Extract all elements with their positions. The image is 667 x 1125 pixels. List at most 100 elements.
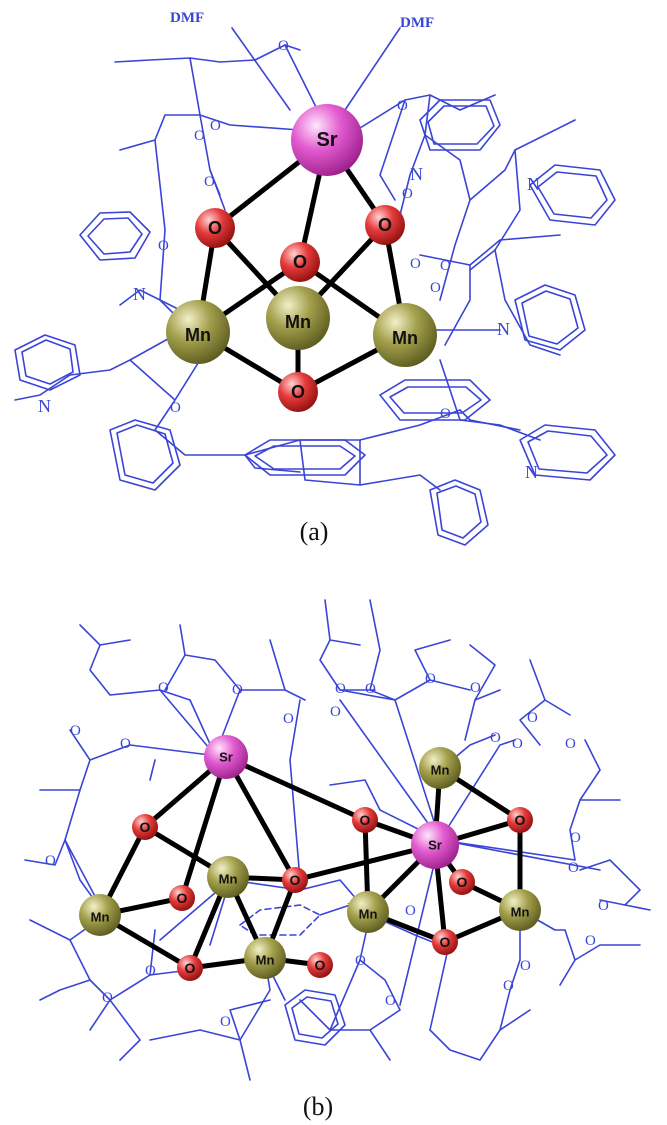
ligand-o-label: O [120,736,131,752]
panel-b-oxo-atom: O [177,955,203,981]
ligand-o-label: O [425,671,436,687]
ligand-o-label: O [520,958,531,974]
panel-b-oxo-atom: O [169,885,195,911]
panel-b-core-bonds [97,754,523,971]
ligand-o-label: O [194,128,205,144]
pyridyl-n-label: N [410,164,423,184]
ligand-o-label: O [503,978,514,994]
oxo-label: O [177,890,188,906]
ligand-o-label: O [385,993,396,1009]
ligand-o-label: O [527,710,538,726]
ligand-o-label: O [278,38,289,54]
ligand-o-label: O [45,853,56,869]
panel-b-ligand-oxygen-labels: O O O O O O O O O O O O O O O O O O O O … [45,671,609,1030]
ligand-o-label: O [145,963,156,979]
ligand-o-label: O [220,1014,231,1030]
panel-b-ligand-framework [24,599,651,1081]
oxo-label: O [291,382,305,402]
dmf-label-left: DMF [170,10,204,26]
mn-label: Mn [91,910,110,925]
panel-b-mn-atom: Mn [499,889,541,931]
panel-a-pyridine-ring-right [529,164,616,226]
ligand-o-label: O [330,704,341,720]
panel-b-caption: (b) [303,1092,333,1121]
panel-b: O O O O O O O O O O O O O O O O O O O O … [24,599,651,1121]
mn-label: Mn [256,953,275,968]
ligand-o-label: O [570,830,581,846]
panel-a-pyridine-ring-upper-right [419,99,501,151]
mn-label: Mn [392,328,418,348]
ligand-o-label: O [158,680,169,696]
panel-b-oxo-atom: O [507,807,533,833]
oxo-label: O [315,957,326,973]
ligand-o-label: O [568,860,579,876]
ligand-o-label: O [102,990,113,1006]
dmf-label-right: DMF [400,15,434,31]
panel-a-sr-atom: Sr [291,104,363,176]
ligand-o-label: O [512,736,523,752]
oxo-label: O [440,934,451,950]
panel-a-pyridine-ring-upper-left [79,211,151,261]
panel-a-mn-atom: Mn [373,303,437,367]
oxo-label: O [208,218,222,238]
panel-b-sr-atom: Sr [204,735,248,779]
panel-a-pyridine-ring-bottom-right [519,424,616,481]
oxo-label: O [515,812,526,828]
oxo-label: O [290,872,301,888]
ligand-o-label: O [335,681,346,697]
pyridyl-n-label: N [497,319,510,339]
ligand-o-label: O [470,680,481,696]
sr-label: Sr [316,129,337,151]
panel-a-oxo-atom: O [280,242,320,282]
ligand-o-label: O [232,682,243,698]
ligand-o-label: O [405,903,416,919]
oxo-label: O [140,819,151,835]
ligand-o-label: O [397,98,408,114]
panel-b-oxo-atom: O [449,869,475,895]
panel-b-oxo-atom: O [307,952,333,978]
panel-a-benzene-ring-lower-middle [379,379,491,421]
panel-a-ligand-framework [14,27,616,546]
ligand-o-label: O [365,681,376,697]
oxo-label: O [457,874,468,890]
mn-label: Mn [511,905,530,920]
ligand-o-label: O [440,258,451,274]
sr-label: Sr [428,838,442,853]
pyridyl-n-label: N [525,462,538,482]
ligand-o-label: O [410,256,421,272]
panel-a-benzene-ring-bottom [429,479,489,546]
panel-b-mn-atom: Mn [347,891,389,933]
mn-label: Mn [431,763,450,778]
pyridyl-n-label: N [527,174,540,194]
panel-b-mn-atom: Mn [79,894,121,936]
ligand-o-label: O [170,400,181,416]
mn-label: Mn [185,325,211,345]
oxo-label: O [293,252,307,272]
panel-b-mn-atom: Mn [244,937,286,979]
panel-b-oxo-atom: O [432,929,458,955]
panel-a-benzene-ring-bottom-left [109,419,181,491]
ligand-o-label: O [158,238,169,254]
panel-a: DMF DMF O O O O O O O O O O O O N N N N … [14,10,616,546]
panel-b-oxo-atom: O [282,867,308,893]
ligand-o-label: O [430,280,441,296]
oxo-label: O [360,812,371,828]
pyridyl-n-label: N [133,284,146,304]
ligand-o-label: O [490,730,501,746]
panel-a-benzene-ring-central [244,439,366,476]
panel-a-pyridine-ring-left [14,334,81,391]
ligand-o-label: O [355,953,366,969]
pyridyl-n-label: N [38,396,51,416]
ligand-o-label: O [70,723,81,739]
panel-a-pyridine-ring-lower-right [514,284,586,351]
ligand-o-label: O [598,898,609,914]
panel-b-sr-atom: Sr [411,821,459,869]
ligand-o-label: O [210,118,221,134]
panel-a-mn-atom: Mn [266,286,330,350]
ligand-o-label: O [565,736,576,752]
panel-a-oxo-atom: O [365,205,405,245]
panel-b-oxo-atom: O [132,814,158,840]
panel-b-mn-atom: Mn [419,747,461,789]
panel-b-pyridine-ring-bottom [284,989,346,1046]
ligand-o-label: O [204,174,215,190]
